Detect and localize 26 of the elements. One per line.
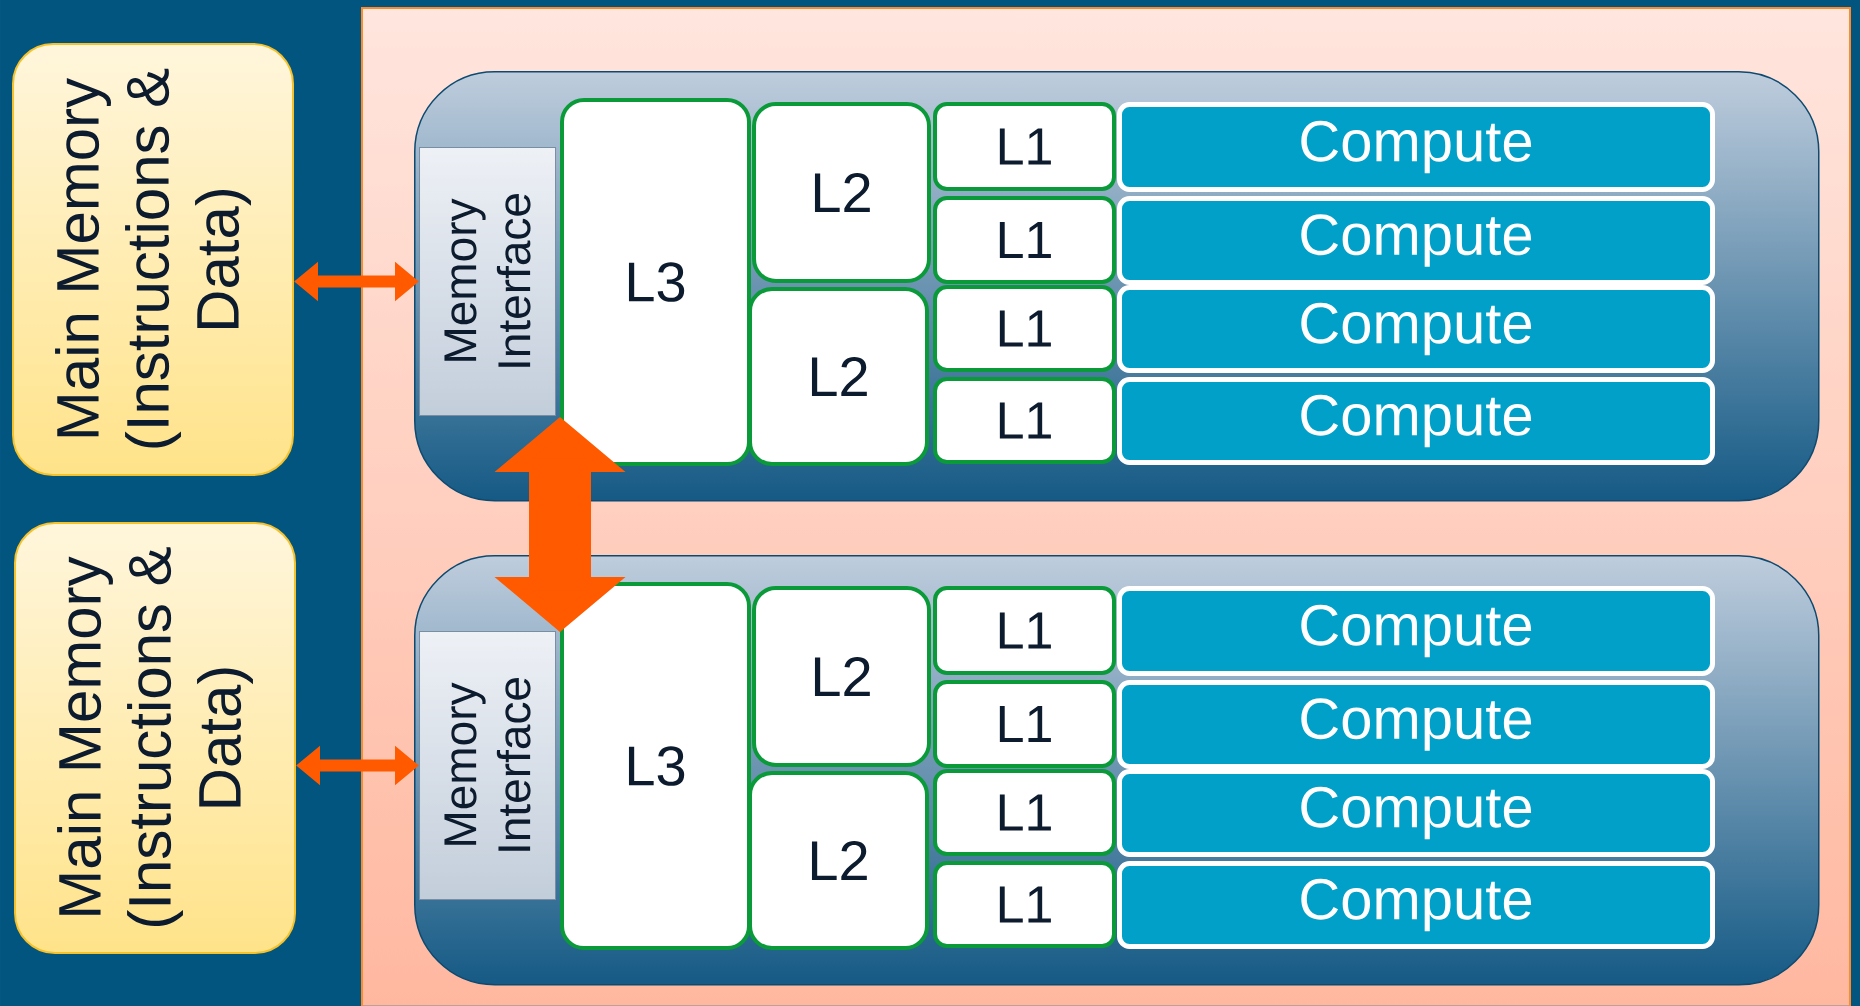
cache-box: L1 [933, 680, 1116, 768]
memory-box: Main Memory (Instructions & Data) [14, 522, 296, 954]
cache-box: L1 [933, 769, 1116, 856]
cache-box: L2 [752, 102, 931, 283]
compute-box: Compute [1117, 285, 1715, 373]
compute-box: Compute [1117, 377, 1715, 465]
cache-box: L1 [933, 377, 1116, 464]
compute-box: Compute [1117, 861, 1715, 949]
cache-box: L1 [933, 196, 1116, 284]
cache-box: L2 [752, 586, 931, 767]
cache-box: L3 [560, 98, 751, 466]
cache-box: L1 [933, 102, 1116, 191]
cache-box: L2 [748, 287, 929, 466]
compute-box: Compute [1117, 769, 1715, 857]
memory-box: Main Memory (Instructions & Data) [12, 43, 294, 476]
cache-box: L2 [748, 771, 929, 950]
compute-box: Compute [1117, 196, 1715, 285]
interface-box: Memory Interface [419, 147, 556, 416]
interface-box: Memory Interface [419, 631, 556, 900]
compute-box: Compute [1117, 102, 1715, 192]
cache-box: L1 [933, 861, 1116, 948]
cache-box: L1 [933, 586, 1116, 675]
cache-box: L3 [560, 582, 751, 950]
compute-box: Compute [1117, 586, 1715, 676]
cache-box: L1 [933, 285, 1116, 372]
compute-box: Compute [1117, 680, 1715, 769]
